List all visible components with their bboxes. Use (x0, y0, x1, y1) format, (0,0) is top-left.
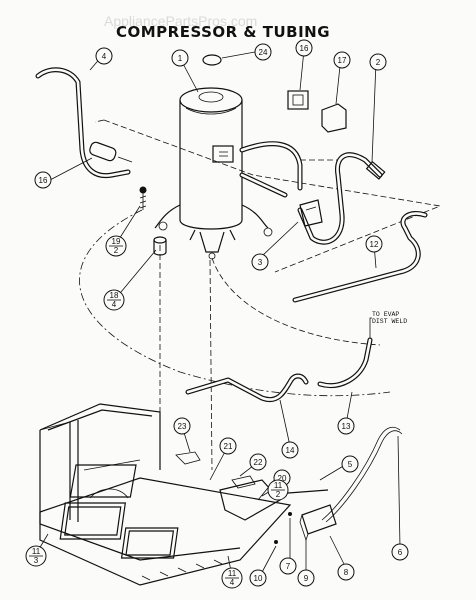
base-pan-cabinet[interactable] (39, 403, 292, 586)
callout-11-3-num: 11 (32, 547, 41, 556)
tube-part-4[interactable] (35, 67, 131, 179)
callout-22-label: 22 (254, 458, 263, 467)
callout-18-4[interactable]: 18 4 (103, 289, 125, 311)
callout-2-label: 2 (376, 58, 381, 67)
screw-10[interactable] (274, 540, 278, 544)
tube-part-6[interactable] (321, 426, 403, 523)
callout-7-label: 7 (286, 562, 291, 571)
callout-12-label: 12 (370, 240, 379, 249)
callout-16-top-label: 16 (300, 44, 309, 53)
note-line-2: DIST WELD (372, 318, 407, 325)
callout-17-label: 17 (338, 56, 347, 65)
tube-part-13[interactable] (317, 337, 373, 388)
callout-14-label: 14 (286, 446, 295, 455)
diagram-title: COMPRESSOR & TUBING (116, 23, 330, 41)
terminal-cover[interactable] (321, 103, 347, 133)
callout-13-label: 13 (342, 422, 351, 431)
callout-13[interactable]: 13 (337, 417, 355, 435)
callout-11-4-den: 4 (230, 578, 235, 587)
control-box[interactable] (299, 504, 337, 542)
callout-11-3-den: 3 (34, 556, 39, 565)
callout-23[interactable]: 23 (173, 417, 191, 435)
callout-18-4-den: 4 (112, 300, 117, 309)
tube-part-12[interactable] (292, 211, 428, 303)
callout-12[interactable]: 12 (365, 235, 383, 253)
evap-note: TO EVAP DIST WELD (369, 311, 407, 338)
callout-24[interactable]: 24 (254, 43, 272, 61)
service-valve[interactable] (299, 199, 323, 227)
callout-17[interactable]: 17 (333, 51, 351, 69)
callout-11-4[interactable]: 11 4 (221, 567, 243, 589)
screw-7[interactable] (288, 512, 292, 516)
callout-11-4-num: 11 (228, 569, 237, 578)
callout-16-top[interactable]: 16 (295, 39, 313, 57)
callout-1[interactable]: 1 (171, 49, 189, 67)
assembly-guide-lines (79, 119, 442, 471)
watermark: AppliancePartsPros.com (104, 13, 257, 29)
compressor[interactable] (154, 87, 273, 260)
filter-drier[interactable] (88, 141, 133, 163)
callout-20-label: 20 (278, 474, 287, 483)
callout-11-3[interactable]: 11 3 (25, 545, 47, 567)
callout-24-label: 24 (259, 48, 268, 57)
callout-11-2-den: 2 (276, 490, 281, 499)
callout-9[interactable]: 9 (297, 569, 315, 587)
callout-21[interactable]: 21 (219, 437, 237, 455)
callout-4[interactable]: 4 (95, 47, 113, 65)
callout-19-2-num: 19 (112, 237, 121, 246)
callout-16-left-label: 16 (39, 176, 48, 185)
tube-part-14[interactable] (185, 373, 309, 402)
callout-8-label: 8 (344, 568, 349, 577)
mounting-bolt[interactable] (139, 186, 147, 211)
callout-2[interactable]: 2 (369, 53, 387, 71)
callout-19-2-den: 2 (114, 246, 119, 255)
callout-18-4-num: 18 (110, 291, 119, 300)
callout-10-label: 10 (254, 574, 263, 583)
callout-4-label: 4 (102, 52, 107, 61)
callout-3[interactable]: 3 (251, 253, 269, 271)
callout-22[interactable]: 22 (249, 453, 267, 471)
callout-10[interactable]: 10 (249, 569, 267, 587)
tube-part-2[interactable] (297, 152, 386, 245)
callout-5-label: 5 (348, 460, 353, 469)
callout-23-label: 23 (178, 422, 187, 431)
callout-3-label: 3 (258, 258, 263, 267)
callout-1-label: 1 (178, 54, 183, 63)
callout-21-label: 21 (224, 442, 233, 451)
callout-11-2[interactable]: 11 2 (267, 479, 289, 501)
callout-19-2[interactable]: 19 2 (105, 235, 127, 257)
callout-8[interactable]: 8 (337, 563, 355, 581)
terminal-box[interactable] (287, 90, 309, 110)
grommet-24[interactable] (202, 54, 222, 66)
callout-5[interactable]: 5 (341, 455, 359, 473)
callout-16-left[interactable]: 16 (34, 171, 52, 189)
callout-11-2-num: 11 (274, 481, 283, 490)
callout-14[interactable]: 14 (281, 441, 299, 459)
compressor-tubing[interactable] (239, 141, 303, 198)
callout-9-label: 9 (304, 574, 309, 583)
callout-7[interactable]: 7 (279, 557, 297, 575)
callout-6-label: 6 (398, 548, 403, 557)
callout-6[interactable]: 6 (391, 543, 409, 561)
note-line-1: TO EVAP (372, 311, 399, 318)
